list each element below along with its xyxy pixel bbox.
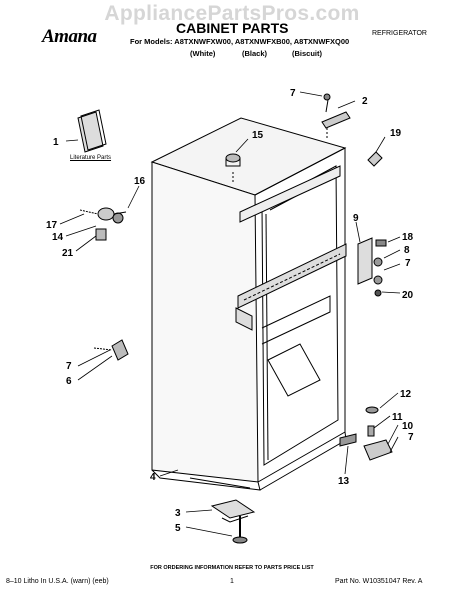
literature-booklet	[77, 109, 107, 153]
color-biscuit: (Biscuit)	[292, 49, 322, 58]
callout-10: 10	[402, 421, 414, 432]
part-15-plug	[225, 153, 241, 182]
callout-15: 15	[252, 130, 264, 141]
footer-litho: 8–10 Litho In U.S.A. (warn) (eeb)	[6, 578, 109, 585]
callout-21: 21	[62, 248, 74, 259]
callout-8: 8	[404, 245, 410, 256]
callout-7-left: 7	[66, 361, 72, 372]
part-5-leveling-leg	[232, 516, 248, 544]
callout-13: 13	[338, 476, 350, 487]
callout-1: 1	[53, 137, 59, 148]
part-3-leveler-bracket	[210, 499, 256, 523]
callout-17: 17	[46, 220, 58, 231]
callout-7-middle: 7	[405, 258, 411, 269]
callout-2: 2	[362, 96, 368, 107]
part-16-hinge-assembly	[79, 207, 127, 241]
callout-5: 5	[175, 523, 181, 534]
part-9-center-hinge	[357, 237, 387, 297]
watermark: AppliancePartsPros.com	[104, 2, 360, 25]
callout-14: 14	[52, 232, 64, 243]
literature-label: Literature Parts	[70, 155, 112, 161]
callout-4: 4	[150, 472, 156, 483]
footer-part-number: Part No. W10351047 Rev. A	[335, 578, 423, 585]
callout-11: 11	[392, 412, 403, 423]
callout-16: 16	[134, 176, 146, 187]
footer-page-number: 1	[230, 578, 234, 585]
part-6-bracket	[93, 339, 129, 361]
color-white: (White)	[190, 49, 216, 58]
callout-12: 12	[400, 389, 412, 400]
part-13-grille-clip	[339, 433, 357, 447]
callout-20: 20	[402, 290, 414, 301]
callout-7-top: 7	[290, 88, 296, 99]
part-2-top-hinge	[321, 93, 351, 140]
color-black: (Black)	[242, 49, 268, 58]
callout-6: 6	[66, 376, 72, 387]
callout-9: 9	[353, 213, 359, 224]
ordering-note: FOR ORDERING INFORMATION REFER TO PARTS …	[150, 565, 314, 571]
part-19-cap	[367, 151, 383, 167]
callout-18: 18	[402, 232, 414, 243]
part-10-bottom-hinge	[363, 406, 393, 461]
page-title: CABINET PARTS	[176, 20, 289, 36]
refrigerator-cabinet	[150, 117, 347, 491]
callout-19: 19	[390, 128, 402, 139]
category-label: REFRIGERATOR	[372, 30, 427, 37]
models-line: For Models: A8TXNWFXW00, A8TXNWFXB00, A8…	[130, 37, 350, 46]
brand-logo: Amana	[42, 26, 97, 47]
callout-7-bottom: 7	[408, 432, 414, 443]
callout-3: 3	[175, 508, 181, 519]
